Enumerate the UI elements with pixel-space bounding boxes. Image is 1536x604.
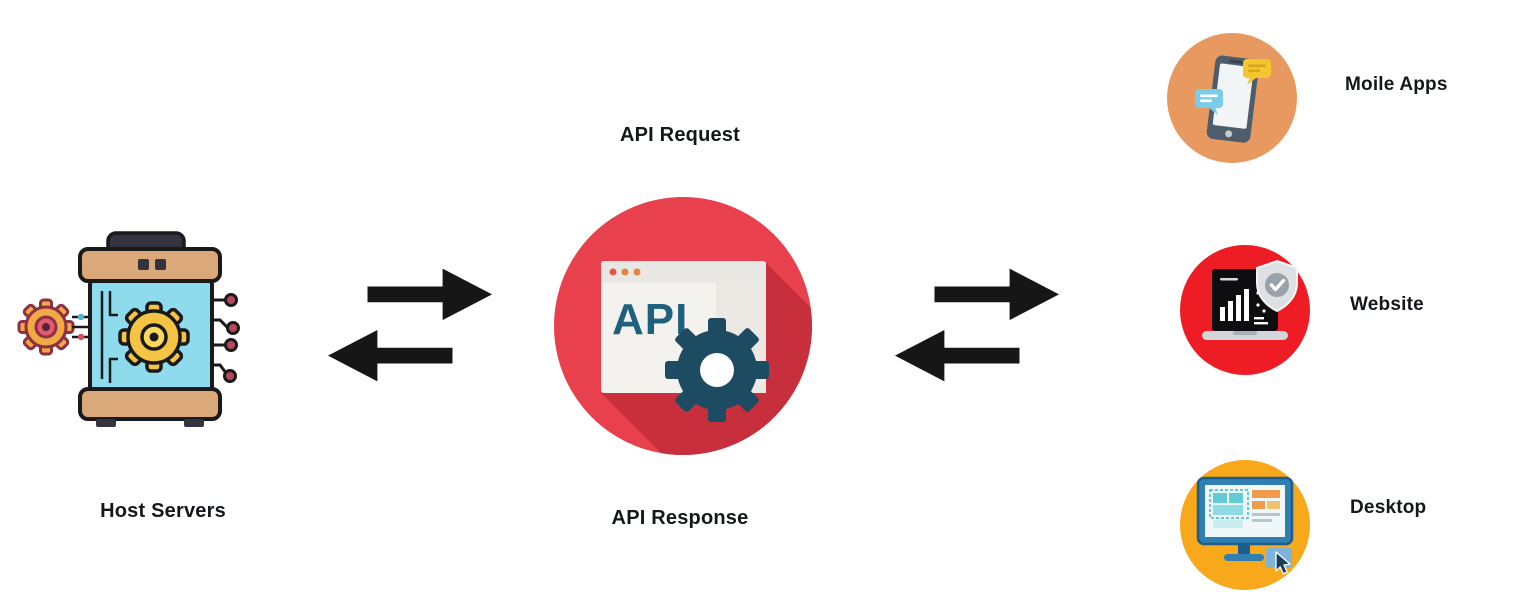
desktop-icon	[1180, 460, 1310, 590]
circuit-gear-icon	[17, 298, 75, 356]
desktop-label: Desktop	[1350, 497, 1427, 518]
host-servers-icon	[17, 231, 240, 427]
api-text: API	[612, 295, 688, 344]
arrow-left	[894, 329, 1020, 382]
shield-check-icon	[1256, 259, 1298, 313]
website-label: Website	[1350, 294, 1424, 315]
chat-bubble-blue	[1195, 89, 1223, 115]
circuit-traces	[212, 298, 230, 374]
wire-node	[77, 333, 85, 341]
wire-node	[77, 313, 85, 321]
chat-bubble-yellow	[1243, 59, 1271, 85]
circuit-nodes	[223, 293, 240, 383]
server-tower	[78, 231, 222, 427]
api-icon: API	[554, 197, 812, 455]
mobile-apps-label: Moile Apps	[1345, 74, 1448, 95]
api-request-label: API Request	[619, 124, 740, 146]
cursor-icon	[1266, 548, 1292, 575]
desktop-monitor	[1196, 476, 1294, 561]
website-icon	[1180, 245, 1310, 375]
arrow-right	[934, 268, 1060, 321]
api-response-label: API Response	[611, 507, 749, 529]
mobile-apps-icon	[1167, 33, 1297, 163]
arrow-left	[327, 329, 453, 382]
api-gear-icon	[665, 318, 769, 422]
bidirectional-arrows-right-icon	[894, 268, 1060, 382]
arrow-right	[367, 268, 493, 321]
bidirectional-arrows-left-icon	[327, 268, 493, 382]
chart-bars	[1220, 289, 1249, 321]
host-servers-label: Host Servers	[100, 500, 226, 522]
